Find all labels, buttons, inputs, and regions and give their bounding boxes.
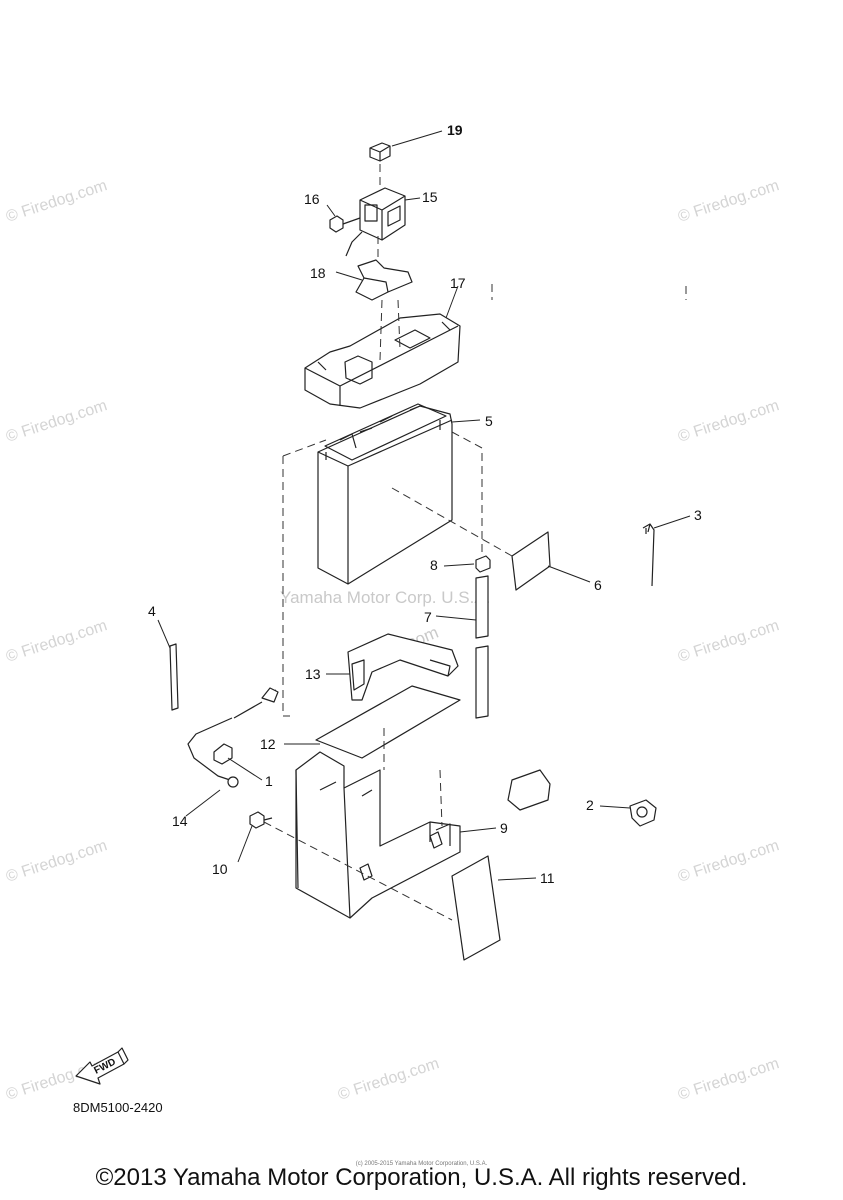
part-battery-case bbox=[295, 751, 551, 919]
callout-9: 9 bbox=[500, 820, 508, 836]
leader-lines bbox=[157, 130, 691, 881]
assembly-lines bbox=[263, 164, 687, 921]
callout-18: 18 bbox=[310, 265, 326, 281]
watermark: © Firedog.com bbox=[4, 177, 109, 226]
callout-2: 2 bbox=[586, 797, 594, 813]
watermark: © Firedog.com bbox=[4, 617, 109, 666]
watermark: © Firedog.com bbox=[676, 177, 781, 226]
callout-8: 8 bbox=[430, 557, 438, 573]
watermark: © Firedog.com bbox=[336, 1055, 441, 1104]
callout-6: 6 bbox=[594, 577, 602, 593]
callout-3: 3 bbox=[694, 507, 702, 523]
watermark-center: Yamaha Motor Corp. U.S.A. bbox=[280, 588, 490, 607]
watermark: © Firedog.com bbox=[676, 617, 781, 666]
watermark: © Firedog.com bbox=[676, 397, 781, 446]
watermark: © Firedog.com bbox=[676, 837, 781, 886]
callout-14: 14 bbox=[172, 813, 188, 829]
callout-17: 17 bbox=[450, 275, 466, 291]
callouts: 19 15 16 18 17 5 3 8 6 4 7 13 12 1 2 14 … bbox=[148, 122, 702, 886]
watermark: © Firedog.com bbox=[676, 1055, 781, 1104]
part-label-6 bbox=[511, 531, 551, 591]
part-cap-8 bbox=[475, 555, 491, 573]
part-clamp-2 bbox=[629, 799, 657, 827]
callout-11: 11 bbox=[540, 870, 555, 886]
callout-19: 19 bbox=[447, 122, 463, 138]
callout-10: 10 bbox=[212, 861, 228, 877]
callout-4: 4 bbox=[148, 603, 156, 619]
callout-7: 7 bbox=[424, 609, 432, 625]
fine-print: (c) 2005-2015 Yamaha Motor Corporation, … bbox=[355, 1161, 488, 1167]
callout-13: 13 bbox=[305, 666, 321, 682]
part-rubber-sheet bbox=[315, 685, 461, 759]
callout-1: 1 bbox=[265, 773, 273, 789]
callout-12: 12 bbox=[260, 736, 276, 752]
callout-15: 15 bbox=[422, 189, 438, 205]
callout-5: 5 bbox=[485, 413, 493, 429]
watermark: © Firedog.com bbox=[4, 837, 109, 886]
part-band-4 bbox=[169, 643, 179, 711]
part-bracket-18 bbox=[355, 259, 413, 301]
watermark: © Firedog.com bbox=[4, 397, 109, 446]
part-bolt-16 bbox=[329, 215, 361, 233]
part-starter-relay bbox=[345, 187, 406, 257]
part-minus-lead bbox=[187, 687, 279, 788]
part-fuse bbox=[369, 142, 391, 162]
part-battery-cover bbox=[304, 313, 461, 409]
copyright-notice: ©2013 Yamaha Motor Corporation, U.S.A. A… bbox=[95, 1164, 748, 1191]
diagram-code: 8DM5100-2420 bbox=[73, 1100, 163, 1115]
part-battery bbox=[317, 403, 453, 585]
part-bolt-10 bbox=[249, 811, 273, 829]
part-breather-hose bbox=[475, 575, 489, 719]
part-battery-band bbox=[347, 633, 459, 701]
callout-16: 16 bbox=[304, 191, 320, 207]
part-clip-3 bbox=[642, 523, 655, 587]
part-plate-11 bbox=[451, 855, 501, 961]
part-connector-1 bbox=[213, 743, 233, 765]
